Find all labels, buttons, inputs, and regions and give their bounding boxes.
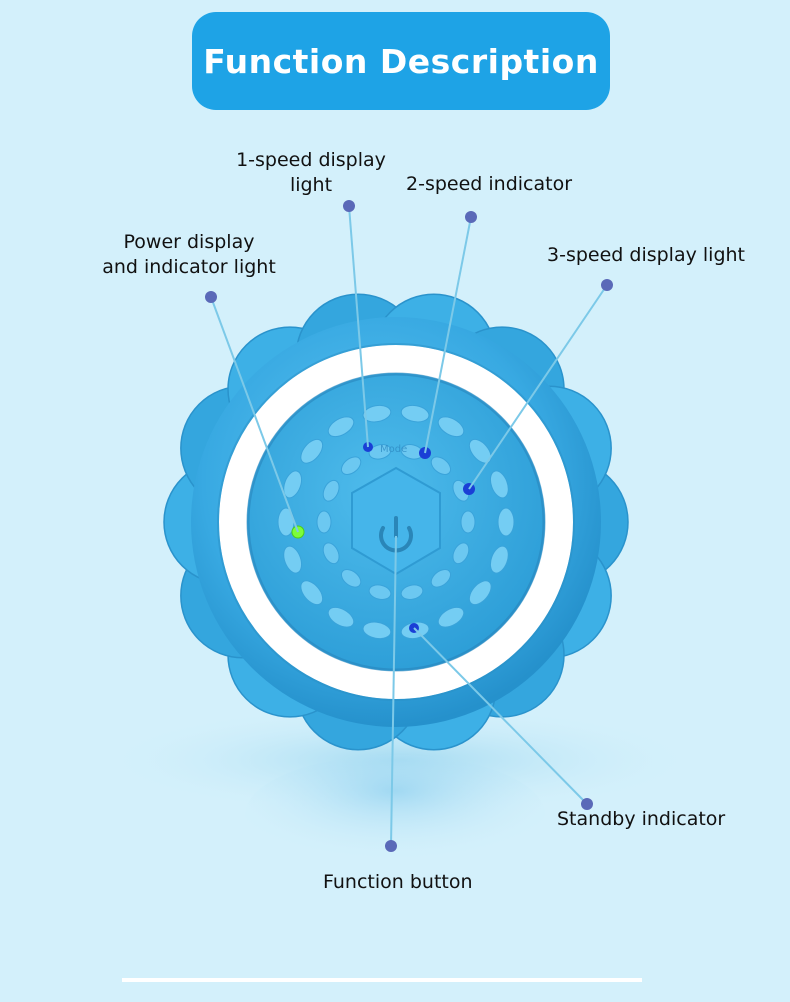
massage-bump	[468, 580, 492, 606]
power-leader-line	[210, 296, 299, 533]
mode-marking: Mode	[380, 444, 407, 455]
massage-bump	[468, 438, 492, 464]
massage-bump	[340, 569, 362, 588]
standby-leader-line	[413, 627, 588, 805]
bottom-divider	[122, 978, 642, 982]
massage-bump	[283, 470, 303, 499]
massage-bump	[300, 438, 324, 464]
speed1-label-line2: light	[289, 174, 333, 196]
function-callout-dot	[385, 840, 397, 852]
massage-bump	[460, 510, 476, 534]
massage-bump	[300, 580, 324, 606]
speed2-callout-dot	[465, 211, 477, 223]
massage-bump	[362, 404, 392, 423]
speed3-callout-label: 3-speed display light	[547, 244, 745, 266]
standby-callout-dot	[581, 798, 593, 810]
speed1-callout-dot	[343, 200, 355, 212]
power-callout-dot	[205, 291, 217, 303]
speed1-leader-line	[348, 205, 369, 448]
massage-bump	[368, 584, 392, 600]
massage-bump	[452, 542, 470, 565]
speed3-leader-line	[468, 284, 608, 490]
speed2-leader-line	[424, 216, 472, 454]
massage-bump	[322, 479, 340, 502]
massage-bumps	[277, 404, 515, 640]
massage-bump	[430, 569, 452, 588]
speed3-callout-dot	[601, 279, 613, 291]
massage-bump	[437, 606, 465, 628]
massage-bump	[316, 510, 332, 534]
title-banner: Function Description	[192, 12, 610, 110]
massage-bump	[400, 404, 430, 423]
speed2-callout-label: 2-speed indicator	[406, 173, 573, 195]
massage-bump	[497, 507, 515, 537]
power-label-line1: Power display	[123, 231, 255, 253]
massage-bump	[327, 606, 355, 628]
function-callout-label: Function button	[323, 871, 473, 893]
massage-bump	[283, 545, 303, 574]
massage-bump	[368, 444, 392, 460]
power-callout-label: Power display and indicator light	[96, 230, 282, 280]
massage-bump	[327, 416, 355, 438]
massage-bump	[340, 456, 362, 475]
function-leader-line	[390, 535, 397, 847]
massage-bump	[430, 456, 452, 475]
standby-callout-label: Standby indicator	[557, 808, 726, 830]
massage-bump	[489, 545, 509, 574]
massage-bump	[362, 621, 392, 640]
device-reflection	[245, 755, 545, 875]
white-ring	[219, 345, 573, 699]
speed1-callout-label: 1-speed display light	[226, 148, 396, 198]
banner-title: Function Description	[203, 41, 599, 81]
power-label-line2: and indicator light	[102, 256, 276, 278]
massage-bump	[322, 542, 340, 565]
massage-bump	[437, 416, 465, 438]
massage-bump	[400, 584, 424, 600]
massage-bump	[489, 470, 509, 499]
speed1-label-line1: 1-speed display	[236, 149, 386, 171]
